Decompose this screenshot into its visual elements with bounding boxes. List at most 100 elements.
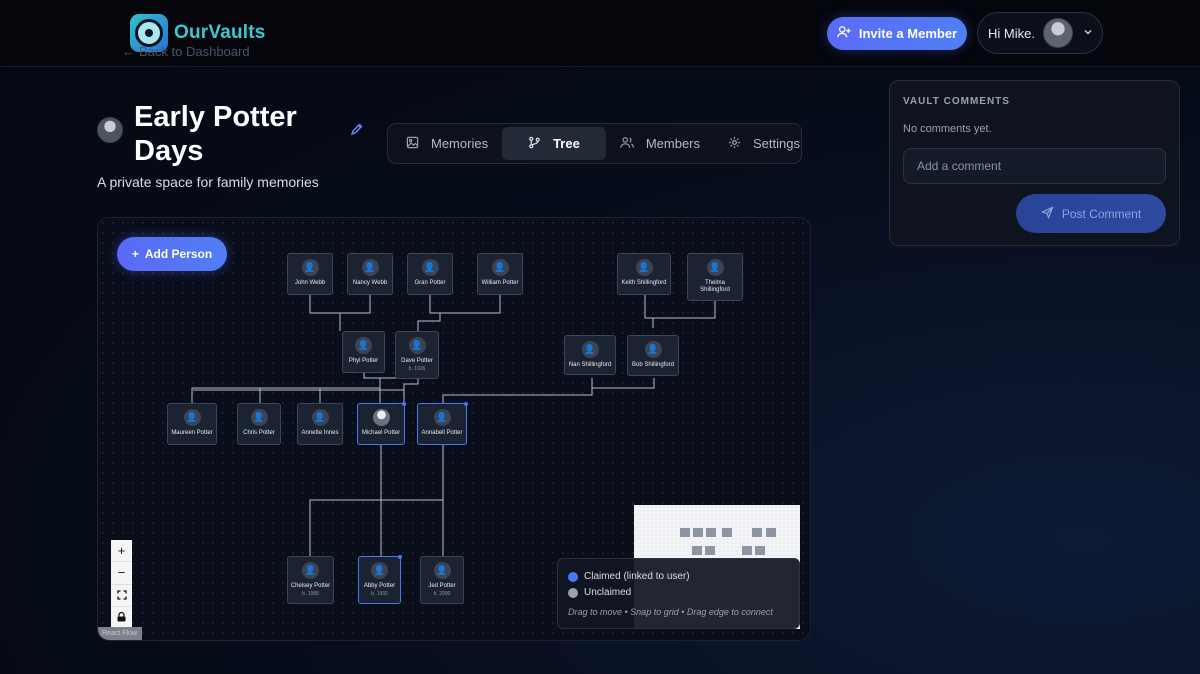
person-node-michael-potter[interactable]: Michael Potter (357, 402, 406, 445)
logo[interactable]: OurVaults (130, 14, 266, 52)
person-name: Gran Potter (414, 280, 446, 286)
page-subtitle: A private space for family memories (97, 174, 319, 190)
back-link-label: Back to Dashboard (139, 44, 250, 59)
person-icon: 👤 (371, 562, 388, 579)
person-name: Nan Shillingford (568, 362, 612, 368)
person-name: Abby Potter (363, 583, 396, 589)
invite-member-button[interactable]: Invite a Member (827, 17, 967, 50)
zoom-controls: + − (111, 540, 132, 628)
person-node-chelsey-potter[interactable]: 👤 Chelsey Potter b. 1988 (287, 556, 334, 604)
legend-claimed-label: Claimed (linked to user) (584, 571, 690, 582)
no-comments-text: No comments yet. (903, 123, 992, 135)
person-name: William Potter (481, 280, 519, 286)
person-node-nan-shillingford[interactable]: 👤 Nan Shillingford (564, 335, 616, 375)
vault-tabs: Memories Tree Members Settings (387, 123, 802, 164)
person-icon: 👤 (311, 409, 329, 426)
minimap-node (680, 528, 690, 537)
tab-settings[interactable]: Settings (714, 127, 814, 160)
tab-label: Tree (553, 136, 580, 151)
person-icon: 👤 (433, 562, 451, 579)
user-plus-icon (837, 25, 851, 42)
person-node-annette-innes[interactable]: 👤 Annette Innes (297, 403, 343, 445)
greeting-text: Hi Mike. (988, 25, 1035, 41)
person-node-dave-potter[interactable]: 👤 Dave Potter b. 1926 (395, 331, 439, 379)
fit-view-icon[interactable] (111, 585, 132, 607)
users-icon (620, 136, 634, 152)
add-person-button[interactable]: + Add Person (117, 237, 227, 271)
person-name: Phyl Potter (348, 358, 379, 364)
lock-icon[interactable] (111, 607, 132, 628)
person-icon: 👤 (644, 341, 662, 358)
pencil-icon[interactable] (350, 122, 364, 139)
image-icon (406, 136, 419, 152)
person-icon: 👤 (433, 409, 451, 426)
branch-icon (528, 136, 541, 152)
person-icon: 👤 (183, 409, 201, 426)
add-person-label: Add Person (144, 247, 213, 261)
person-icon: 👤 (635, 259, 653, 276)
person-node-abby-potter[interactable]: 👤 Abby Potter b. 1992 (358, 555, 402, 604)
minimap-node (755, 546, 765, 555)
chevron-down-icon (1083, 27, 1093, 40)
person-node-phyl-potter[interactable]: 👤 Phyl Potter (342, 331, 385, 373)
legend-unclaimed-label: Unclaimed (584, 587, 632, 598)
minimap-node (742, 546, 752, 555)
tab-label: Members (645, 136, 701, 151)
comment-input[interactable] (903, 148, 1166, 184)
person-node-thelma-shillingford[interactable]: 👤 Thelma Shillingford (687, 253, 743, 301)
tab-tree[interactable]: Tree (502, 127, 606, 160)
connect-handle[interactable] (398, 555, 402, 559)
person-icon: 👤 (581, 341, 599, 358)
zoom-in-button[interactable]: + (111, 540, 132, 563)
person-name: John Webb (294, 280, 326, 286)
person-node-gran-potter[interactable]: 👤 Gran Potter (407, 253, 453, 295)
person-icon: 👤 (361, 259, 379, 276)
person-name: Chris Potter (243, 430, 275, 436)
person-name: Annabell Potter (421, 430, 463, 436)
person-node-bob-shillingford[interactable]: 👤 Bob Shillingford (627, 335, 679, 376)
vault-logo-icon (130, 14, 168, 52)
legend: Claimed (linked to user) Unclaimed Drag … (557, 558, 800, 629)
person-node-keith-shillingford[interactable]: 👤 Keith Shillingford (617, 253, 671, 295)
person-name: Annette Innes (301, 430, 339, 436)
person-born: b. 1988 (302, 591, 319, 597)
person-born: b. 1926 (408, 366, 426, 372)
person-node-john-webb[interactable]: 👤 John Webb (287, 253, 333, 295)
person-icon: 👤 (491, 259, 509, 276)
person-node-maureen-potter[interactable]: 👤 Maureen Potter (167, 403, 217, 445)
legend-claimed: Claimed (linked to user) (568, 571, 690, 582)
person-node-chris-potter[interactable]: 👤 Chris Potter (237, 403, 281, 445)
claimed-dot (568, 571, 578, 582)
user-menu[interactable]: Hi Mike. (977, 12, 1103, 54)
plus-icon: + (131, 247, 139, 261)
tab-memories[interactable]: Memories (392, 127, 502, 160)
invite-member-label: Invite a Member (858, 26, 958, 41)
person-name: Chelsey Potter (290, 583, 331, 589)
minimap-node (752, 528, 762, 537)
person-born: b. 1992 (371, 591, 388, 597)
minimap-node (722, 528, 732, 537)
connect-handle[interactable] (464, 402, 468, 406)
profile-photo (372, 409, 390, 426)
minimap-node (766, 528, 776, 537)
person-node-nancy-webb[interactable]: 👤 Nancy Webb (347, 253, 393, 295)
back-to-dashboard-link[interactable]: ← Back to Dashboard (122, 44, 250, 59)
person-icon: 👤 (706, 259, 724, 276)
zoom-out-button[interactable]: − (111, 562, 132, 585)
family-tree-canvas[interactable]: + Add Person 👤 John Webb 👤 Nancy Webb 👤 … (97, 217, 811, 641)
person-node-william-potter[interactable]: 👤 William Potter (477, 253, 523, 295)
tab-members[interactable]: Members (606, 127, 714, 160)
top-bar: OurVaults ← Back to Dashboard Invite a M… (0, 0, 1200, 67)
person-node-annabell-potter[interactable]: 👤 Annabell Potter (417, 402, 468, 445)
tab-label: Memories (431, 136, 489, 151)
arrow-left-icon: ← (122, 44, 135, 59)
person-born: b. 2000 (433, 591, 451, 597)
connect-handle[interactable] (402, 402, 406, 406)
page-title: Early Potter Days (134, 101, 297, 167)
person-node-jed-potter[interactable]: 👤 Jed Potter b. 2000 (420, 556, 464, 604)
person-name: Maureen Potter (171, 430, 213, 436)
tab-label: Settings (753, 136, 800, 151)
person-icon: 👤 (355, 337, 372, 354)
attribution[interactable]: React Flow (98, 627, 142, 640)
post-comment-button[interactable]: Post Comment (1016, 194, 1166, 233)
